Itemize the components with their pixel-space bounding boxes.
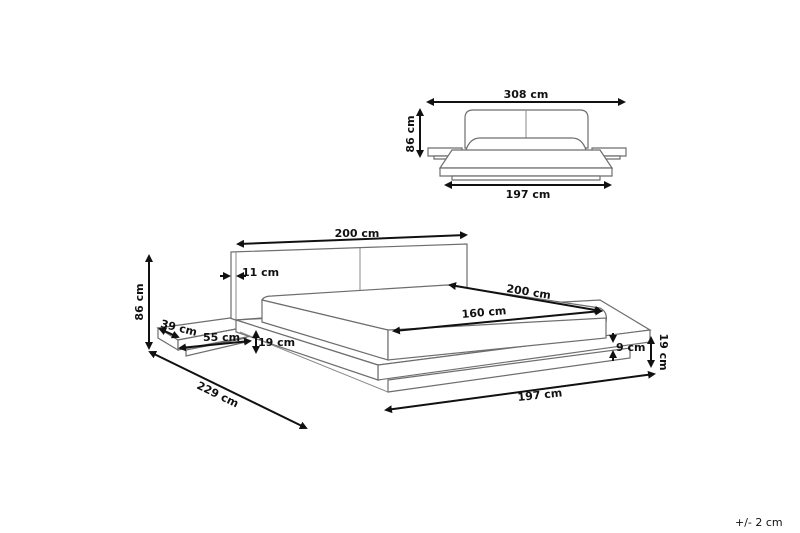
dim-label-total-height: 86 cm [133, 283, 146, 320]
dim-line-mattress-width [392, 307, 603, 335]
dim-line-headboard-width [236, 231, 468, 248]
perspective-view [156, 243, 652, 393]
tolerance-note: +/- 2 cm [735, 516, 783, 529]
dim-label-step-height: 9 cm [616, 341, 645, 354]
dim-label-overall-length: 229 cm [195, 379, 241, 410]
dim-label-front-height: 86 cm [404, 115, 417, 152]
dim-label-headboard-thickness: 11 cm [242, 266, 279, 279]
dim-label-base-width: 197 cm [517, 386, 563, 404]
dim-line-overall-length [148, 351, 308, 429]
dim-label-headboard-width: 200 cm [335, 227, 380, 240]
dim-label-table-width: 55 cm [203, 331, 240, 344]
dim-line-base-width [384, 370, 656, 414]
dim-line-mattress-length [448, 282, 603, 314]
dim-label-front-base-width: 197 cm [506, 188, 551, 201]
dim-label-table-height: 19 cm [258, 336, 295, 349]
dim-label-overall-width: 308 cm [504, 88, 549, 101]
dim-line-table-width [178, 337, 252, 352]
dim-label-platform-height: 19 cm [657, 333, 670, 370]
front-view [427, 109, 627, 181]
dim-line-table-depth [158, 327, 180, 339]
dim-label-mattress-width: 160 cm [461, 304, 507, 321]
